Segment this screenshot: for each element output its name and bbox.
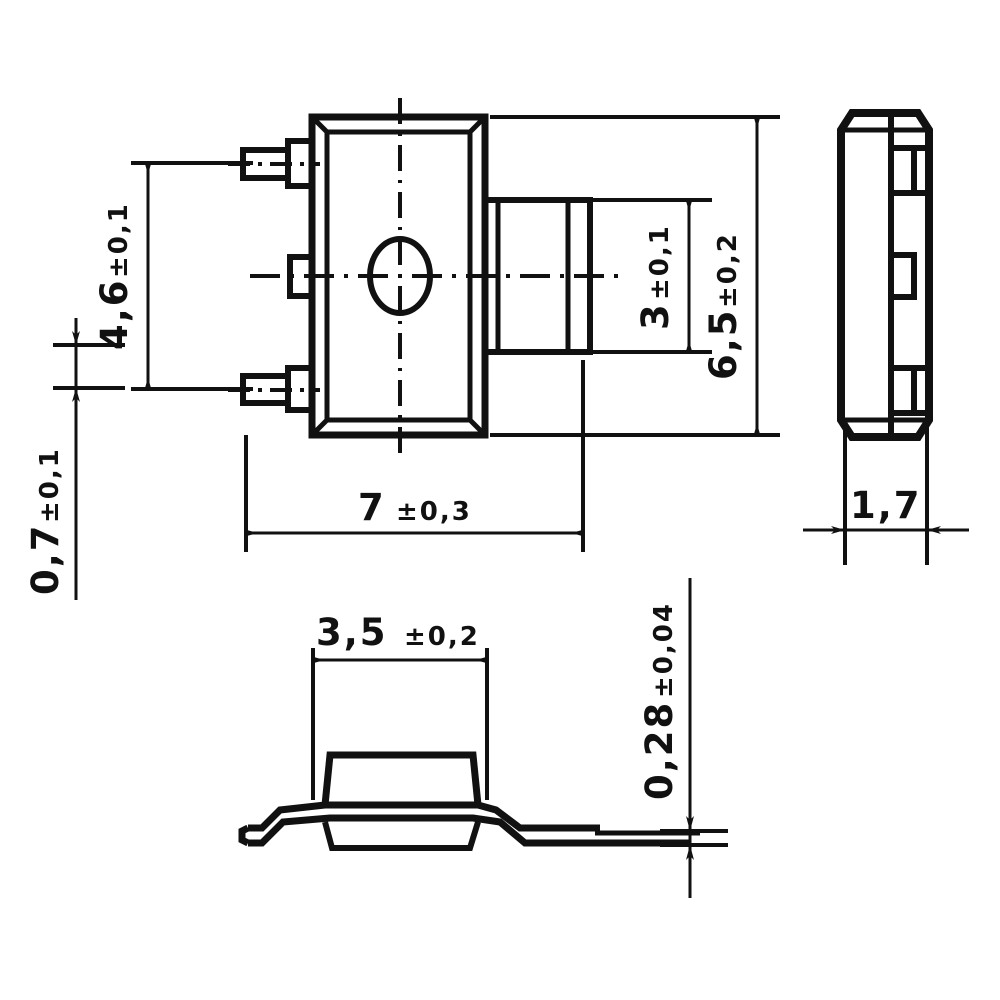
bevel-top-right [468,115,487,134]
dimension-tolerance-0-7: ±0,1 [35,447,65,523]
bevel-bottom-right [468,418,487,437]
front-body-trapezoid [321,751,482,806]
arrow-0-7-upper [72,331,80,345]
dimension-6-5 [490,115,780,437]
dimension-label-7: 7 [358,486,386,529]
front-lead-profile [248,814,690,847]
dimension-label-1-7: 1,7 [850,484,922,527]
bevel-bottom-left [310,418,329,437]
side-lead-middle [888,252,917,300]
arrow-0-28-upper [686,816,694,831]
dimension-tolerance-3: ±0,1 [645,224,675,300]
dimension-0-7 [53,318,125,600]
dimension-3-5 [311,648,489,800]
dimension-7 [244,360,585,552]
dimension-1-7 [803,425,969,565]
dimension-label-4-6: 4,6 [93,278,136,350]
dimension-tolerance-4-6: ±0,1 [104,202,134,278]
arrow-0-28-lower [686,845,694,860]
dimension-labels: 4,6 ±0,1 0,7 ±0,1 7 ±0,3 3 ±0,1 6,5 ±0,2 [24,202,922,800]
bevel-top-left [310,115,329,134]
dimension-tolerance-7: ±0,3 [396,497,472,527]
dimension-label-0-28: 0,28 [638,701,681,800]
front-flange-top [248,801,600,832]
arrow-1-7-left [831,526,845,534]
dimension-3 [590,198,712,354]
arrow-0-7-lower [72,388,80,402]
front-view-geometry [238,751,700,851]
side-lead-upper [888,145,932,196]
dimension-tolerance-3-5: ±0,2 [404,622,480,652]
top-view-geometry [228,98,620,458]
front-body-lower [322,821,481,851]
front-lead-foot-left [238,824,250,847]
dimension-label-3: 3 [634,302,677,330]
arrow-1-7-right [927,526,941,534]
side-lead-lower [888,365,932,416]
dimension-label-3-5: 3,5 [316,611,388,654]
dimension-label-0-7: 0,7 [24,523,67,595]
dimension-4-6 [131,161,253,391]
dimension-label-6-5: 6,5 [702,308,745,380]
side-view-geometry [837,109,933,441]
dimension-tolerance-6-5: ±0,2 [713,232,743,308]
dimension-tolerance-0-28: ±0,04 [649,602,679,698]
dimension-0-28 [660,578,728,898]
